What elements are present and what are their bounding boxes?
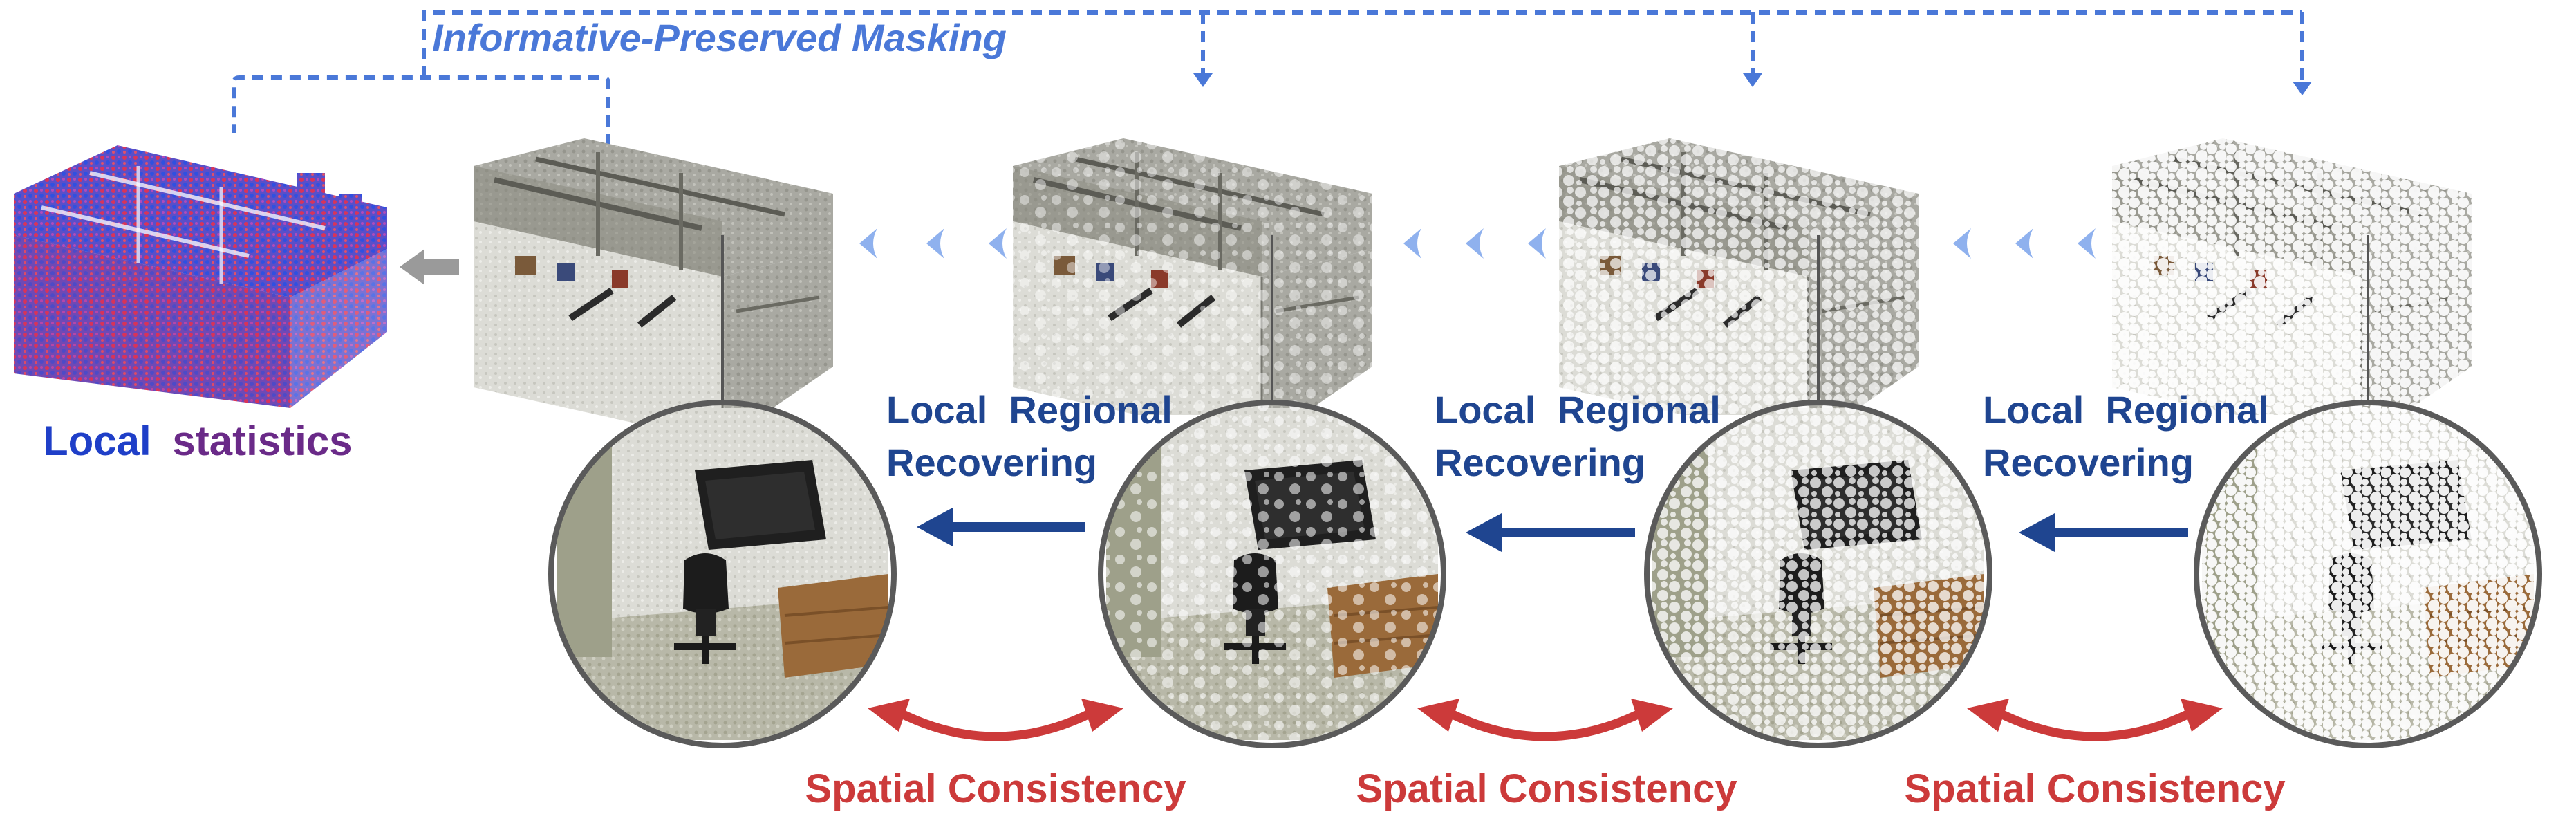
consistency-link-1: Spatial Consistency xyxy=(805,699,1186,811)
consistency-label: Spatial Consistency xyxy=(1356,766,1737,811)
double-arrow-icon xyxy=(1417,699,1673,741)
local-statistics-label: Local statistics xyxy=(43,418,353,464)
scene-masked-2 xyxy=(1542,97,1929,415)
recovering-label-line1: Local Regional xyxy=(886,388,1173,432)
local-statistics-cloud xyxy=(14,145,387,408)
recovering-step-3: Local Regional Recovering xyxy=(1983,388,2269,552)
recovering-step-2: Local Regional Recovering xyxy=(1435,388,1721,552)
recovering-label-line2: Recovering xyxy=(886,441,1097,484)
zoom-view-masked-2 xyxy=(1644,400,1992,748)
label-word-statistics: statistics xyxy=(172,418,352,464)
dashed-arrow-down-icon xyxy=(1193,73,2312,95)
arrow-left-icon xyxy=(1466,513,1635,552)
zoom-leader-lines xyxy=(721,235,2369,403)
arrow-left-icon xyxy=(400,249,459,285)
consistency-label: Spatial Consistency xyxy=(805,766,1186,811)
zoom-view-masked-1 xyxy=(1098,400,1446,748)
consistency-label: Spatial Consistency xyxy=(1904,766,2285,811)
recovering-step-1: Local Regional Recovering xyxy=(886,388,1173,546)
label-word-local: Local xyxy=(43,418,151,464)
masking-title: Informative-Preserved Masking xyxy=(432,16,1007,59)
recovering-label-line1: Local Regional xyxy=(1435,388,1721,432)
masking-connector xyxy=(232,10,2304,145)
consistency-link-3: Spatial Consistency xyxy=(1904,699,2286,811)
scene-masked-3 xyxy=(2095,97,2482,415)
recovering-label-line1: Local Regional xyxy=(1983,388,2269,432)
recovering-label-line2: Recovering xyxy=(1983,441,2194,484)
zoom-view-masked-3 xyxy=(2194,400,2542,748)
arrow-left-icon xyxy=(2019,513,2188,552)
recovering-label-line2: Recovering xyxy=(1435,441,1645,484)
scene-complete xyxy=(474,138,833,443)
consistency-link-2: Spatial Consistency xyxy=(1356,699,1737,811)
scene-masked-1 xyxy=(996,97,1383,415)
double-arrow-icon xyxy=(868,699,1123,741)
double-arrow-icon xyxy=(1967,699,2223,741)
arrow-left-icon xyxy=(917,508,1085,546)
zoom-view-complete xyxy=(548,400,897,748)
